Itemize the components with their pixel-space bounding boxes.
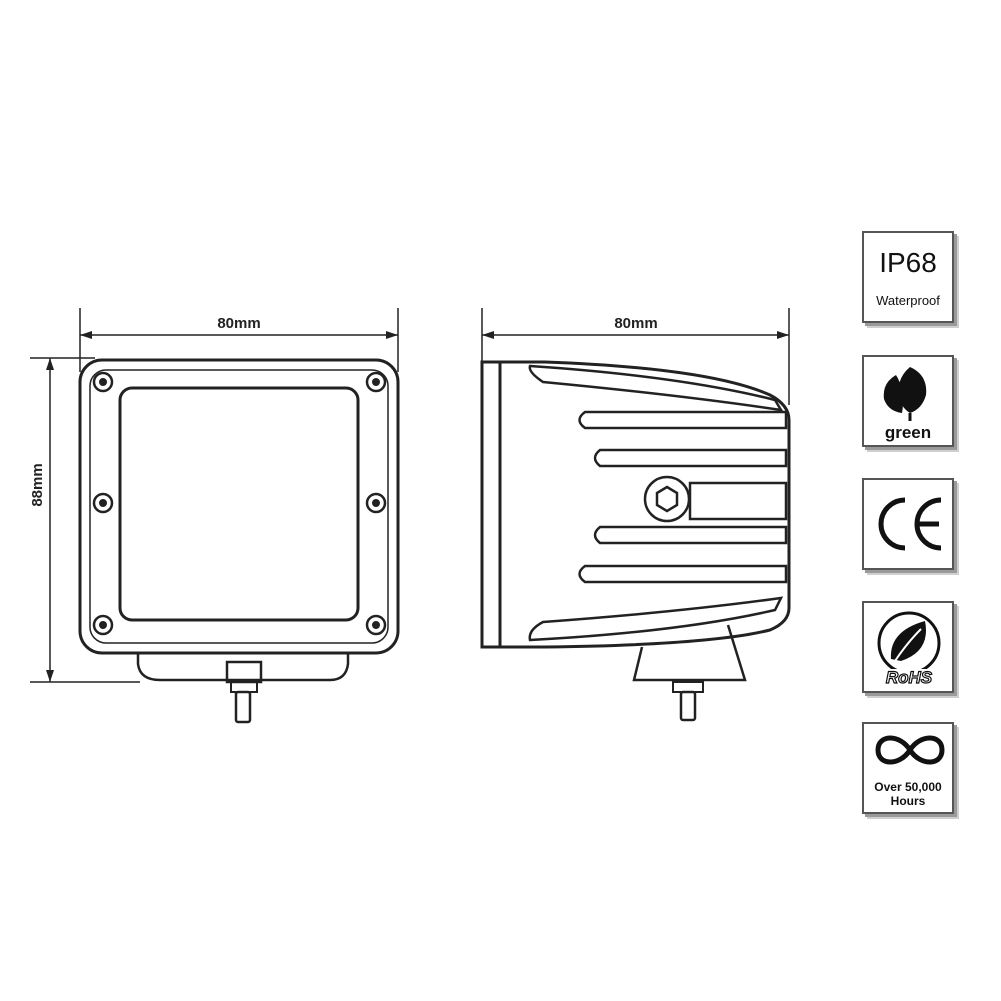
front-view bbox=[30, 308, 400, 724]
ip68-title: IP68 bbox=[879, 247, 937, 278]
ip68-subtitle: Waterproof bbox=[876, 293, 940, 308]
rohs-icon: RoHS bbox=[873, 611, 945, 687]
lifetime-badge: Over 50,000 Hours bbox=[862, 722, 954, 814]
front-height-label: 88mm bbox=[29, 463, 46, 506]
green-label: green bbox=[884, 423, 932, 442]
screw-icons bbox=[92, 371, 387, 636]
side-width-label: 80mm bbox=[614, 315, 657, 332]
green-badge: green bbox=[862, 355, 954, 447]
lifetime-title: Over 50,000 bbox=[874, 780, 942, 794]
infinity-icon bbox=[875, 735, 945, 765]
rohs-badge: RoHS bbox=[862, 601, 954, 693]
side-view bbox=[480, 308, 791, 722]
ce-icon bbox=[878, 497, 942, 551]
leaf-icon bbox=[883, 367, 927, 421]
front-width-label: 80mm bbox=[217, 315, 260, 332]
ce-badge bbox=[862, 478, 954, 570]
rohs-label: RoHS bbox=[886, 668, 933, 687]
lifetime-subtitle: Hours bbox=[890, 794, 926, 808]
ip68-badge: IP68 Waterproof bbox=[862, 231, 954, 323]
